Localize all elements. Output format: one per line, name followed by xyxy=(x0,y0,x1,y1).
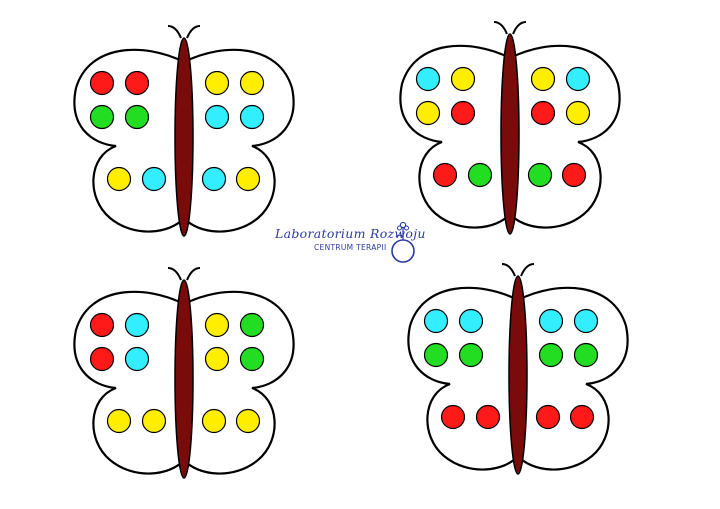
antenna-left xyxy=(493,21,508,35)
color-dot xyxy=(141,166,167,192)
antenna-left xyxy=(501,263,516,277)
color-dot xyxy=(89,70,115,96)
logo: Laboratorium Rozwoju CENTRUM TERAPII xyxy=(268,218,428,268)
color-dot xyxy=(89,312,115,338)
color-dot xyxy=(565,100,591,126)
color-dot xyxy=(535,404,561,430)
color-dot xyxy=(89,346,115,372)
color-dot xyxy=(458,308,484,334)
butterfly xyxy=(399,21,621,235)
color-dot xyxy=(89,104,115,130)
color-dot xyxy=(475,404,501,430)
color-dot xyxy=(204,346,230,372)
antenna-left xyxy=(167,25,182,39)
color-dot xyxy=(530,66,556,92)
color-dot xyxy=(124,346,150,372)
color-dot xyxy=(415,100,441,126)
color-dot xyxy=(124,104,150,130)
color-dot xyxy=(467,162,493,188)
color-dot xyxy=(239,346,265,372)
color-dot xyxy=(204,104,230,130)
color-dot xyxy=(235,166,261,192)
color-dot xyxy=(141,408,167,434)
logo-subtitle: CENTRUM TERAPII xyxy=(314,243,387,252)
color-dot xyxy=(235,408,261,434)
color-dot xyxy=(239,70,265,96)
flower-logo-icon xyxy=(391,221,415,263)
color-dot xyxy=(201,166,227,192)
color-dot xyxy=(573,308,599,334)
color-dot xyxy=(239,104,265,130)
butterfly-body xyxy=(508,275,528,475)
color-dot xyxy=(458,342,484,368)
color-dot xyxy=(204,312,230,338)
butterfly-body xyxy=(174,37,194,237)
logo-title: Laboratorium Rozwoju xyxy=(275,226,426,241)
color-dot xyxy=(423,342,449,368)
color-dot xyxy=(239,312,265,338)
color-dot xyxy=(569,404,595,430)
butterfly xyxy=(73,267,295,479)
color-dot xyxy=(527,162,553,188)
antenna-right xyxy=(186,25,201,39)
butterfly-body xyxy=(174,279,194,479)
butterfly xyxy=(73,25,295,237)
color-dot xyxy=(415,66,441,92)
color-dot xyxy=(561,162,587,188)
color-dot xyxy=(423,308,449,334)
color-dot xyxy=(124,70,150,96)
color-dot xyxy=(440,404,466,430)
color-dot xyxy=(573,342,599,368)
antenna-right xyxy=(520,263,535,277)
color-dot xyxy=(204,70,230,96)
color-dot xyxy=(201,408,227,434)
color-dot xyxy=(530,100,556,126)
antenna-left xyxy=(167,267,182,281)
color-dot xyxy=(106,408,132,434)
color-dot xyxy=(450,66,476,92)
color-dot xyxy=(432,162,458,188)
color-dot xyxy=(538,342,564,368)
color-dot xyxy=(538,308,564,334)
antenna-right xyxy=(512,21,527,35)
antenna-right xyxy=(186,267,201,281)
color-dot xyxy=(106,166,132,192)
color-dot xyxy=(450,100,476,126)
butterfly-body xyxy=(500,33,520,235)
color-dot xyxy=(124,312,150,338)
color-dot xyxy=(565,66,591,92)
butterfly xyxy=(407,263,629,475)
